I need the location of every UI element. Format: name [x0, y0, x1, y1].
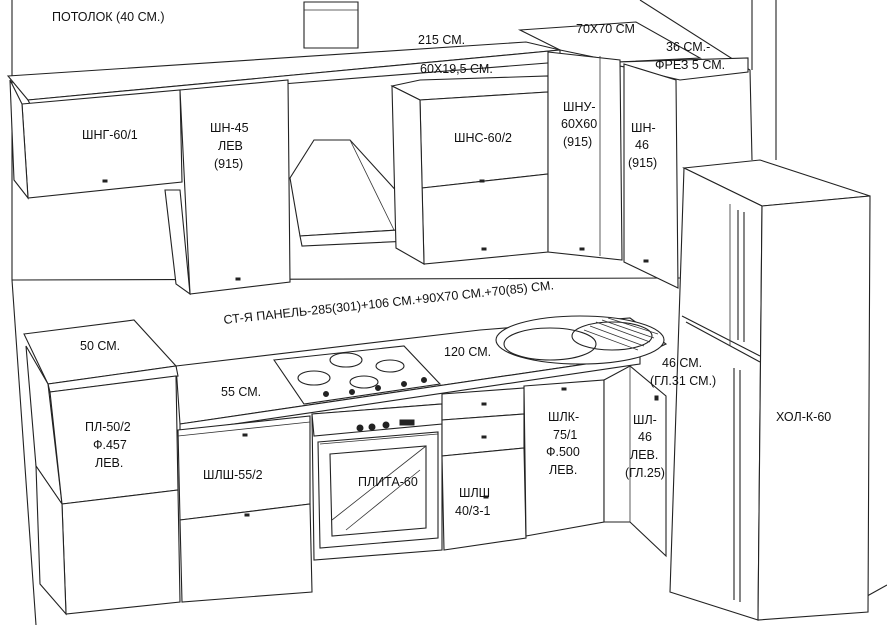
- label-shelf-dim: 60Х19,5 СМ.: [420, 62, 493, 76]
- label-shlk-3: Ф.500: [546, 445, 580, 459]
- label-shn46-2: 46: [635, 138, 649, 152]
- label-top-length: 215 СМ.: [418, 33, 465, 47]
- label-plita: ПЛИТА-60: [358, 475, 418, 489]
- label-shn46-1: ШН-: [631, 121, 656, 135]
- label-d46-2: (ГЛ.31 СМ.): [650, 374, 716, 388]
- label-right-dim: 36 СМ.-: [666, 40, 710, 54]
- label-shn46-3: (915): [628, 156, 657, 170]
- label-shlk-1: ШЛК-: [548, 410, 579, 424]
- label-d120: 120 СМ.: [444, 345, 491, 359]
- label-pl-3: ЛЕВ.: [95, 456, 123, 470]
- label-shn45-1: ШН-45: [210, 121, 249, 135]
- cabinet-shns-60-2: [390, 75, 549, 265]
- label-shnu-2: 60Х60: [561, 117, 597, 131]
- label-shlsh40-2: 40/3-1: [455, 504, 490, 518]
- label-fridge: ХОЛ-К-60: [776, 410, 831, 424]
- label-shl46-2: 46: [638, 430, 652, 444]
- cabinet-shl-46: [603, 365, 667, 558]
- label-shnu-3: (915): [563, 135, 592, 149]
- label-d55: 55 СМ.: [221, 385, 261, 399]
- label-ceiling: ПОТОЛОК (40 СМ.): [52, 10, 165, 24]
- label-shn45-2: ЛЕВ: [218, 139, 243, 153]
- label-shlk-2: 75/1: [553, 428, 577, 442]
- label-corner-top: 70Х70 СМ: [576, 22, 635, 36]
- cabinet-shn-46: [623, 63, 679, 289]
- cabinet-shlsh-55-2: [177, 415, 313, 603]
- label-shlk-4: ЛЕВ.: [549, 463, 577, 477]
- label-shlsh40-1: ШЛШ: [459, 486, 490, 500]
- label-shl46-1: ШЛ-: [633, 413, 657, 427]
- label-shl46-4: (ГЛ.25): [625, 466, 665, 480]
- top-soffit: [6, 21, 749, 105]
- label-shng: ШНГ-60/1: [82, 128, 138, 142]
- label-shlsh55: ШЛШ-55/2: [203, 468, 263, 482]
- label-shl46-3: ЛЕВ.: [630, 448, 658, 462]
- label-pl-1: ПЛ-50/2: [85, 420, 131, 434]
- label-d46-1: 46 СМ.: [662, 356, 702, 370]
- cabinet-pl-50-2: [25, 345, 181, 616]
- label-wall-panel: СТ-Я ПАНЕЛЬ-285(301)+106 СМ.+90Х70 СМ.+7…: [223, 278, 555, 327]
- oven: [311, 403, 443, 561]
- label-pl-2: Ф.457: [93, 438, 127, 452]
- cabinet-shnu-60x60: [547, 51, 623, 261]
- cabinet-shlsh-40-3-1: [441, 387, 527, 551]
- fridge: [669, 159, 871, 621]
- label-shnu-1: ШНУ-: [563, 100, 596, 114]
- label-d50: 50 СМ.: [80, 339, 120, 353]
- label-shn45-3: (915): [214, 157, 243, 171]
- cabinet-shn-45: [164, 79, 291, 296]
- sink: [495, 315, 665, 365]
- cabinet-shng-60-1: [9, 79, 183, 200]
- cooktop: [273, 345, 442, 405]
- label-shns: ШНС-60/2: [454, 131, 512, 145]
- label-milling: ФРЕЗ 5 СМ.: [655, 58, 725, 72]
